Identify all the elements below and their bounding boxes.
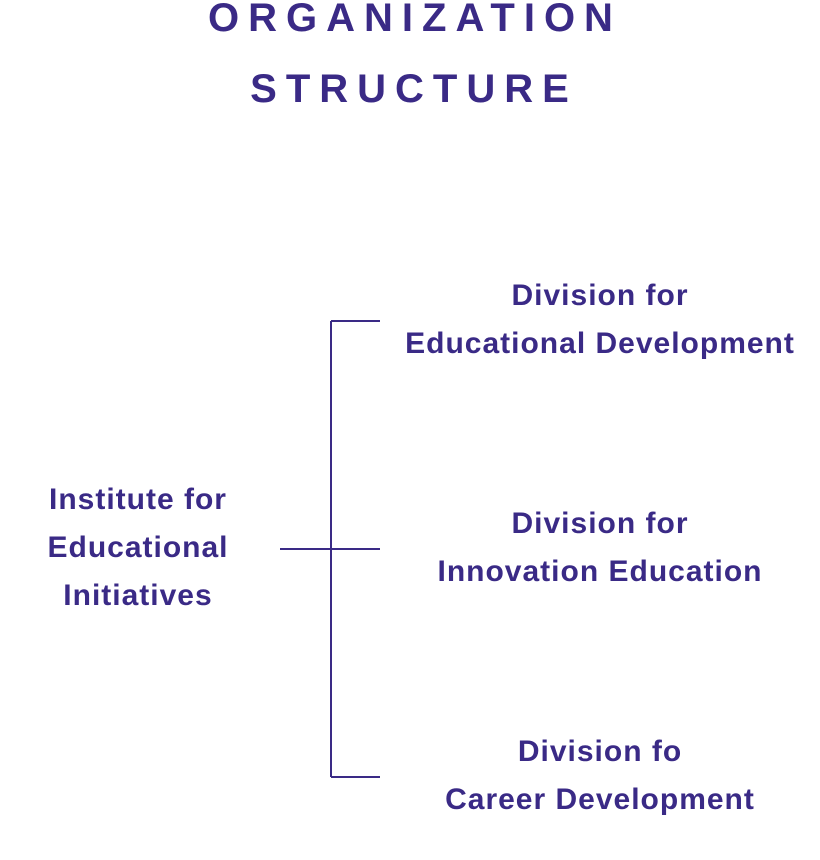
root-node: Institute for Educational Initiatives [20, 476, 256, 620]
diagram-title-line-1: ORGANIZATION [208, 0, 622, 40]
diagram-title-line-2: STRUCTURE [250, 67, 578, 111]
division-node-innovation-education: Division for Innovation Education [390, 500, 810, 596]
division-node-line-1: Division for [511, 507, 689, 540]
root-node-line-2: Educational [47, 531, 229, 564]
root-node-line-3: Initiatives [63, 579, 213, 612]
division-node-line-2: Career Development [445, 783, 755, 816]
root-node-line-1: Institute for [49, 483, 227, 516]
division-node-line-2: Educational Development [405, 327, 795, 360]
division-node-educational-development: Division for Educational Development [390, 272, 810, 368]
division-node-line-1: Division for [511, 279, 689, 312]
division-node-line-1: Division fo [517, 735, 683, 768]
division-node-line-2: Innovation Education [437, 555, 763, 588]
division-node-career-development: Division fo Career Development [390, 728, 810, 824]
